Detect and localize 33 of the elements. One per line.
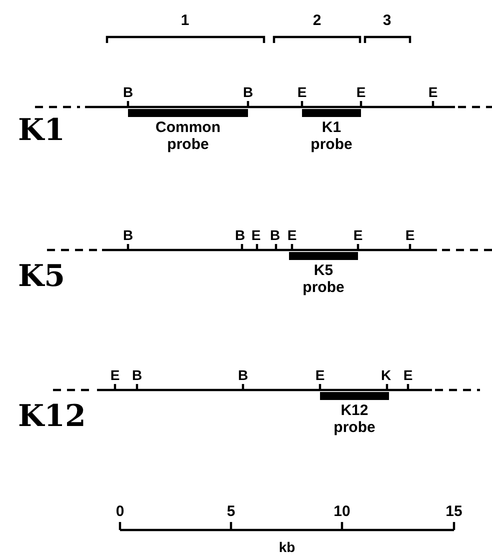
restriction-site-label: B <box>242 85 254 99</box>
fragment-number: 1 <box>180 14 190 28</box>
clone-name: K1 <box>18 116 65 146</box>
restriction-site-label: B <box>238 368 248 382</box>
restriction-site-label: E <box>287 228 297 242</box>
restriction-site-label: E <box>403 368 413 382</box>
fragment-number: 2 <box>312 14 322 28</box>
restriction-site-label: E <box>110 368 120 382</box>
restriction-site-label: B <box>132 368 142 382</box>
restriction-site-label: B <box>270 228 280 242</box>
restriction-site-label: B <box>122 228 134 242</box>
scale-tick-label: 15 <box>446 505 462 519</box>
restriction-site-label: B <box>234 228 246 242</box>
fragment-number: 3 <box>382 14 392 28</box>
scale-tick-label: 10 <box>334 505 350 519</box>
unit-label: kb <box>278 540 296 554</box>
restriction-site-label: E <box>356 85 366 99</box>
probe-label: Common probe <box>156 119 220 153</box>
restriction-site-label: K <box>380 368 392 382</box>
clone-name: K12 <box>18 402 86 432</box>
restriction-site-label: E <box>405 228 415 242</box>
probe-label: K5 probe <box>302 262 344 296</box>
restriction-site-label: E <box>251 228 261 242</box>
restriction-site-label: E <box>297 85 307 99</box>
scale-tick-label: 0 <box>116 505 124 519</box>
probe-label: K12 probe <box>334 402 376 436</box>
restriction-site-label: B <box>122 85 134 99</box>
probe-label: K1 probe <box>310 119 352 153</box>
restriction-site-label: E <box>315 368 325 382</box>
scale-tick-label: 5 <box>226 505 236 519</box>
restriction-site-label: E <box>353 228 363 242</box>
restriction-site-label: E <box>428 85 438 99</box>
clone-name: K5 <box>18 262 65 292</box>
